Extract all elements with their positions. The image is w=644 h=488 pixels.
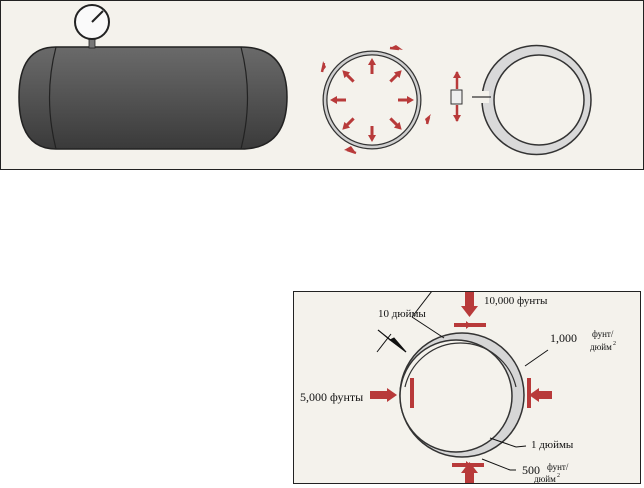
label-top-force: 10,000 фунты <box>484 295 548 307</box>
label-stress-bottom-value: 500 <box>522 463 540 477</box>
radial-pressure-arrows <box>330 58 414 142</box>
split-ring-diagram <box>450 44 592 156</box>
label-side-force: 5,000 фунты <box>300 390 363 404</box>
hoop-tension-arrows <box>320 45 431 155</box>
label-stress-bottom-unit-1: фунт/ <box>547 462 569 472</box>
pressure-arrow-head <box>393 121 402 130</box>
label-stress-top-value: 1,000 <box>550 331 577 345</box>
bottom-diagram-svg: 10 дюймы 10,000 фунты 1,000 фунт/ дюйм 2… <box>300 290 616 484</box>
thick-ring <box>399 332 525 458</box>
label-diameter: 10 дюймы <box>378 308 426 320</box>
pressure-arrow-head <box>368 58 376 65</box>
force-arrows <box>370 292 552 483</box>
label-stress-top-unit-1: фунт/ <box>592 329 614 339</box>
pressure-arrow-head <box>342 121 351 130</box>
pressure-tank <box>18 38 288 150</box>
ring-pressure-diagram <box>320 45 431 155</box>
diagram-labels: 10 дюймы 10,000 фунты 1,000 фунт/ дюйм 2… <box>300 295 616 484</box>
label-stress-top-unit-power: 2 <box>613 341 616 347</box>
pressure-arrow-head <box>368 135 376 142</box>
label-stress-top-unit-2: дюйм <box>590 342 612 352</box>
pressure-arrow-head <box>407 96 414 104</box>
label-stress-bottom-unit-power: 2 <box>557 473 560 479</box>
pressure-arrow-head <box>330 96 337 104</box>
pressure-arrow-head <box>393 70 402 79</box>
label-thickness: 1 дюймы <box>531 439 574 451</box>
pressure-arrow-head <box>342 70 351 79</box>
bottom-diagram-panel: 10 дюймы 10,000 фунты 1,000 фунт/ дюйм 2… <box>293 290 641 484</box>
leader-lines <box>376 290 549 471</box>
internal-stress-arrows <box>410 321 531 469</box>
top-diagram-panel <box>0 0 644 170</box>
pressure-gauge-icon <box>74 4 110 40</box>
top-diagram-svg <box>18 4 592 156</box>
label-stress-bottom-unit-2: дюйм <box>534 474 556 483</box>
